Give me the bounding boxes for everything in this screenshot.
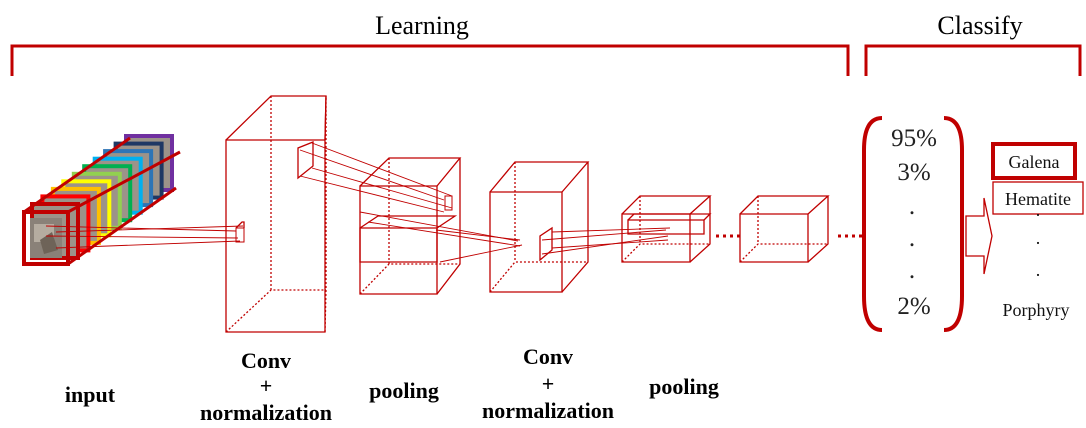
class-top: Galena xyxy=(1009,152,1060,172)
label-input: input xyxy=(65,382,116,407)
input-projection xyxy=(45,225,244,249)
label-pool1: pooling xyxy=(369,378,439,403)
label-conv2-top: Conv xyxy=(523,344,573,369)
label-conv1-top: Conv xyxy=(241,348,291,373)
conv1-projection xyxy=(299,142,453,213)
class-list: Galena Hematite . . . Porphyry xyxy=(991,142,1084,320)
second-class-box xyxy=(992,181,1084,215)
prob-4: . xyxy=(909,257,915,284)
conv2-block xyxy=(489,161,590,293)
pool2-block xyxy=(621,195,712,263)
dense-block xyxy=(739,195,830,263)
label-conv2-bottom: normalization xyxy=(482,398,614,423)
pool1-block xyxy=(359,157,462,295)
prob-5: 2% xyxy=(897,293,930,320)
conv2-projection xyxy=(541,227,671,255)
classify-header: Classify xyxy=(937,11,1022,40)
prob-0: 95% xyxy=(891,125,937,152)
input-image-stack xyxy=(22,134,181,266)
learning-header: Learning xyxy=(375,11,469,40)
top-class-box xyxy=(991,142,1077,180)
label-pool2: pooling xyxy=(649,374,719,399)
classify-arrow-icon xyxy=(965,197,993,275)
class-dot-2: . xyxy=(1036,260,1041,280)
prob-1: 3% xyxy=(897,159,930,186)
right-paren xyxy=(943,116,964,332)
left-paren xyxy=(862,116,883,332)
class-last: Porphyry xyxy=(1003,300,1070,320)
prob-3: . xyxy=(909,225,915,252)
label-conv1-plus: + xyxy=(260,373,273,398)
class-dot-1: . xyxy=(1036,228,1041,248)
classify-bracket xyxy=(864,44,1082,76)
class-dot-0: . xyxy=(1036,200,1041,220)
input-front-frame xyxy=(22,210,70,266)
conv1-block xyxy=(225,95,327,333)
label-conv1-bottom: normalization xyxy=(200,400,332,425)
class-second: Hematite xyxy=(1005,189,1071,209)
label-conv2-plus: + xyxy=(542,371,555,396)
pool1-projection xyxy=(359,211,523,263)
prob-2: . xyxy=(909,193,915,220)
probability-vector: 95% 3% . . . 2% xyxy=(862,116,964,332)
learning-bracket xyxy=(10,44,850,76)
